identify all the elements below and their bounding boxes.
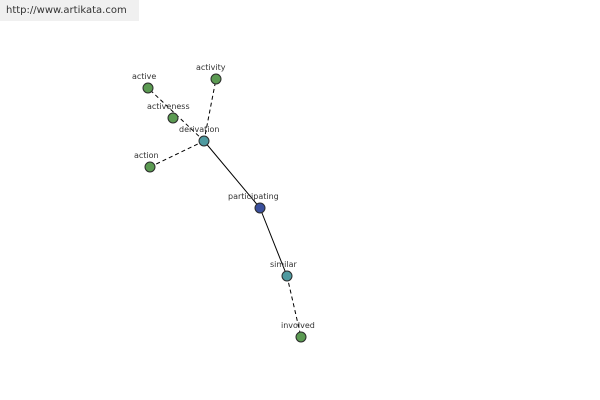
node-label-active: active bbox=[132, 72, 156, 81]
node-involved[interactable]: involved bbox=[281, 321, 315, 343]
node-label-involved: involved bbox=[281, 321, 315, 330]
node-activity[interactable]: activity bbox=[196, 63, 226, 85]
node-label-similar: similar bbox=[270, 260, 298, 269]
node-circle-similar[interactable] bbox=[281, 270, 293, 282]
node-circle-activity[interactable] bbox=[210, 73, 222, 85]
edge-derivation-action bbox=[149, 140, 205, 168]
edge-similar-involved bbox=[286, 275, 302, 338]
node-label-activity: activity bbox=[196, 63, 226, 72]
node-derivation[interactable]: derivation bbox=[179, 125, 219, 147]
node-circle-derivation[interactable] bbox=[198, 135, 210, 147]
url-banner: http://www.artikata.com bbox=[0, 0, 139, 21]
node-similar[interactable]: similar bbox=[270, 260, 298, 282]
edge-derivation-participating bbox=[203, 140, 261, 209]
nodes-layer: active activity activeness derivation action… bbox=[132, 63, 315, 343]
node-label-derivation: derivation bbox=[179, 125, 219, 134]
node-active[interactable]: active bbox=[132, 72, 156, 94]
node-circle-action[interactable] bbox=[144, 161, 156, 173]
edge-participating-similar bbox=[259, 207, 288, 277]
node-label-activeness: activeness bbox=[147, 102, 190, 111]
node-label-participating: participating bbox=[228, 192, 279, 201]
edge-derivation-activity bbox=[203, 78, 217, 142]
node-circle-active[interactable] bbox=[142, 82, 154, 94]
node-activeness[interactable]: activeness bbox=[147, 102, 190, 124]
node-circle-activeness[interactable] bbox=[167, 112, 179, 124]
node-circle-involved[interactable] bbox=[295, 331, 307, 343]
node-action[interactable]: action bbox=[134, 151, 159, 173]
node-participating[interactable]: participating bbox=[228, 192, 279, 214]
node-circle-participating[interactable] bbox=[254, 202, 266, 214]
node-label-action: action bbox=[134, 151, 159, 160]
